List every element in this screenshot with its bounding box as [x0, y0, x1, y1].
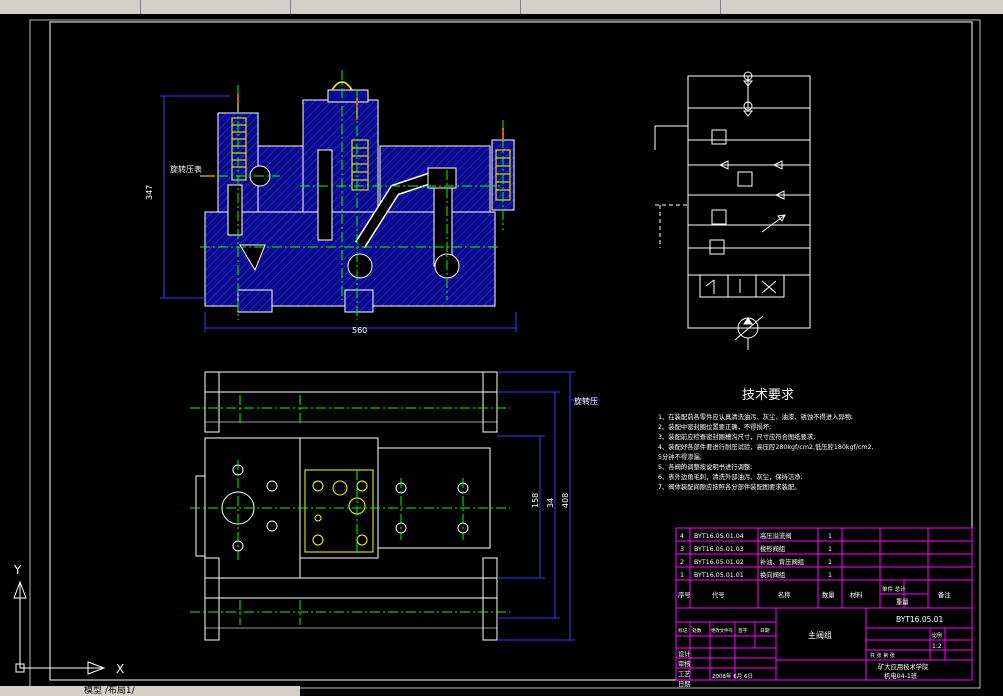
svg-text:日期: 日期 — [760, 628, 770, 634]
check-valve-symbol — [742, 71, 754, 117]
role-process: 工艺 — [678, 670, 691, 678]
front-dim-height: 347 — [145, 185, 154, 200]
scale-label: 比例 — [932, 632, 942, 639]
svg-text:BYT16.05.01.03: BYT16.05.01.03 — [694, 546, 744, 553]
top-plan-view — [195, 371, 498, 641]
ucs-icon — [13, 580, 106, 675]
role-reviewer: 审核 — [678, 659, 691, 668]
table-row: 3 BYT16.05.01.03 梭形阀组 1 — [680, 544, 832, 553]
toolbar-segment[interactable] — [140, 0, 291, 14]
svg-text:3: 3 — [680, 546, 684, 553]
tech-req-line: 5分钟不得渗漏; — [658, 452, 702, 461]
svg-text:高压溢流阀: 高压溢流阀 — [760, 531, 791, 540]
toolbar-segment[interactable] — [0, 0, 141, 14]
svg-text:1: 1 — [828, 533, 832, 540]
title-block-text: 标记 处数 更改文件号 签字 日期 设计 审核 工艺 日期 2008年 6月 6… — [678, 615, 944, 688]
top-callout-label: 旋转压 — [574, 396, 598, 406]
table-header: 序号 代号 名称 数量 材料 单件 总计 重量 备注 — [678, 585, 951, 606]
svg-text:签字: 签字 — [738, 627, 748, 634]
toolbar-segment[interactable] — [520, 0, 721, 14]
scale-value: 1:2 — [932, 643, 942, 650]
toolbar-segment[interactable] — [290, 0, 521, 14]
spring-left — [231, 117, 247, 181]
front-dim-width: 560 — [352, 326, 367, 335]
svg-text:重量: 重量 — [896, 598, 909, 606]
valve-block — [709, 129, 753, 255]
company-name: 矿大应用技术学院 — [878, 662, 929, 671]
svg-text:备注: 备注 — [938, 590, 951, 599]
svg-text:BYT16.05.01.02: BYT16.05.01.02 — [694, 559, 744, 566]
ucs-y-label: Y — [13, 563, 22, 577]
svg-text:1: 1 — [828, 559, 832, 566]
svg-text:补油、背压阀组: 补油、背压阀组 — [760, 557, 805, 566]
parts-list-rows: 4 BYT16.05.01.04 高压溢流阀 1 3 BYT16.05.01.0… — [678, 531, 951, 606]
svg-text:材料: 材料 — [850, 590, 863, 599]
dome-cap — [331, 81, 353, 91]
svg-text:处数: 处数 — [692, 627, 702, 634]
tech-req-line: 1、在装配前各零件应认真清洗油污、灰尘、油漆、锈蚀不得进入异物; — [658, 412, 853, 421]
svg-text:标记: 标记 — [678, 627, 688, 634]
bottom-port-left — [237, 289, 273, 313]
port-circle — [347, 253, 373, 279]
date-value: 2008年 6月 6日 — [712, 672, 753, 680]
svg-text:BYT16.05.01.01: BYT16.05.01.01 — [694, 572, 744, 579]
svg-text:1: 1 — [828, 546, 832, 553]
svg-text:4: 4 — [680, 533, 684, 540]
assembly-name: 主阀组 — [808, 630, 832, 640]
layout-tab-label[interactable]: 模型 /布局1/ — [84, 686, 135, 696]
svg-text:1: 1 — [828, 572, 832, 579]
tech-req-line: 2、装配中密封圈位置要正确，不得损坏; — [658, 422, 771, 431]
directional-valve-section — [727, 274, 757, 298]
svg-text:名称: 名称 — [778, 590, 791, 599]
layout-tabs[interactable]: 模型 /布局1/ — [0, 686, 300, 696]
drawing-number: BYT16.05.01 — [896, 615, 944, 624]
table-row: 1 BYT16.05.01.01 换向阀组 1 — [680, 570, 832, 579]
tech-req-line: 3、装配前应检查密封圈槽沟尺寸，尺寸应符合图纸要求; — [658, 432, 815, 441]
top-dim-b: 34 — [546, 498, 555, 508]
svg-text:代号: 代号 — [712, 590, 725, 599]
top-dim-c: 408 — [561, 493, 570, 508]
role-designer: 设计 — [678, 649, 691, 658]
sheet-info: 共 张 第 张 — [870, 652, 895, 659]
top-view-dimensions — [497, 371, 600, 641]
window-top-bar — [0, 0, 1003, 14]
title-block — [675, 607, 973, 681]
svg-text:序号: 序号 — [678, 590, 691, 599]
role-date: 日期 — [678, 680, 691, 688]
tech-requirements-list: 1、在装配前各零件应认真清洗油污、灰尘、油漆、锈蚀不得进入异物; 2、装配中密封… — [658, 412, 873, 491]
tech-req-line: 4、装配好各部件要进行耐压试验，高压腔280kgf/cm2,低压腔180kgf/… — [658, 442, 873, 451]
check-valve-arrow — [718, 160, 785, 200]
tech-req-line: 7、阀体装配间隙应按照各分部件装配图要求装配。 — [658, 482, 801, 491]
front-section-view: 旋转压表 347 560 — [145, 70, 517, 335]
bottom-port-mid — [344, 289, 374, 313]
directional-valve-section — [755, 274, 785, 298]
table-row: 2 BYT16.05.01.02 补油、背压阀组 1 — [680, 557, 832, 566]
inner-frame — [49, 21, 973, 681]
tech-requirements-title: 技术要求 — [742, 388, 794, 403]
spring-center — [351, 139, 369, 191]
outer-frame — [29, 19, 981, 689]
top-view-centerlines — [190, 395, 510, 625]
svg-text:1: 1 — [680, 572, 684, 579]
svg-text:梭形阀组: 梭形阀组 — [760, 544, 786, 553]
svg-text:更改文件号: 更改文件号 — [711, 627, 734, 634]
tech-req-line: 5、各阀的调整按说明书进行调整; — [658, 462, 752, 471]
svg-text:换向阀组: 换向阀组 — [760, 570, 786, 579]
svg-text:单件 总计: 单件 总计 — [882, 585, 906, 593]
hydraulic-schematic — [654, 71, 811, 350]
tech-req-line: 6、表外边角毛刺，清洗外部油污、灰尘，保持洁净; — [658, 472, 803, 481]
svg-text:数量: 数量 — [822, 590, 835, 599]
table-row: 4 BYT16.05.01.04 高压溢流阀 1 — [680, 531, 832, 540]
ucs-x-label: X — [116, 662, 124, 676]
svg-text:2: 2 — [680, 559, 684, 566]
class-name: 机电04-1班 — [884, 671, 918, 680]
svg-text:BYT16.05.01.04: BYT16.05.01.04 — [694, 533, 744, 540]
top-dim-a: 158 — [531, 493, 540, 508]
front-callout-label: 旋转压表 — [170, 164, 202, 174]
